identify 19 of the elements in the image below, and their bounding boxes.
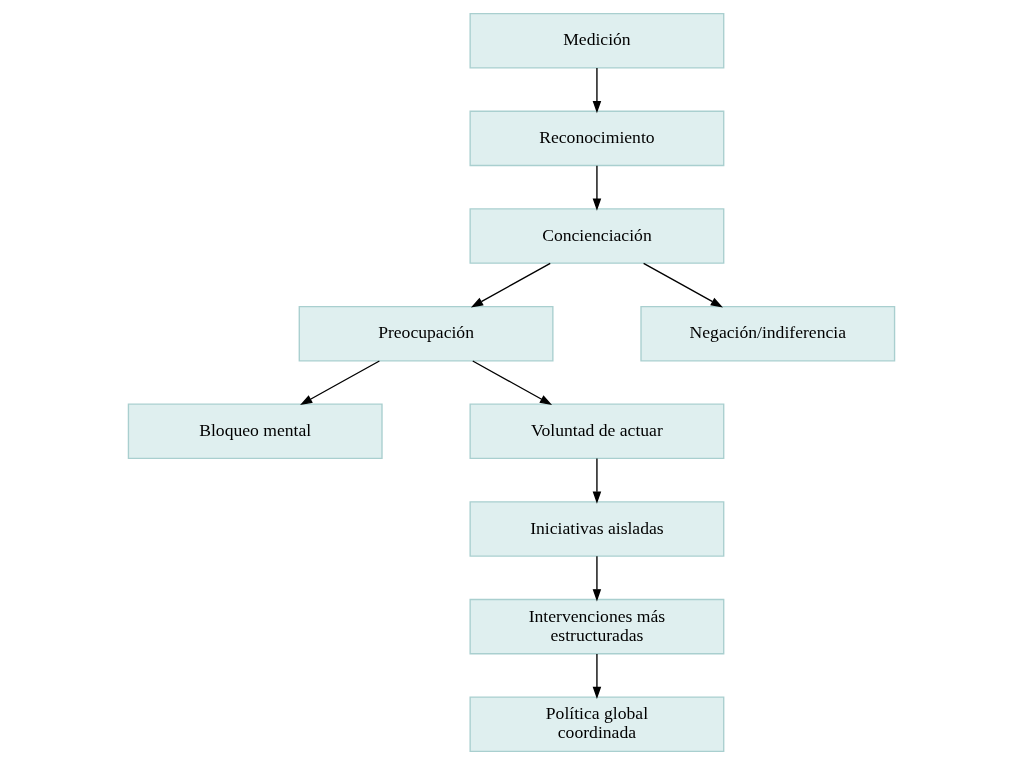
node-box: Medición bbox=[468, 13, 724, 69]
arrow bbox=[642, 262, 723, 308]
node-box: Concienciación bbox=[468, 208, 724, 264]
node-box: Voluntad de actuar bbox=[468, 403, 724, 460]
arrow bbox=[299, 360, 380, 406]
arrow bbox=[592, 457, 601, 504]
node-box: Bloqueo mental bbox=[127, 403, 383, 460]
node-box: Preocupación bbox=[298, 305, 554, 362]
arrow bbox=[592, 67, 601, 114]
node-box: Reconocimiento bbox=[468, 110, 724, 167]
node-box: Intervenciones más estructuradas bbox=[468, 598, 724, 655]
node-box: Iniciativas aisladas bbox=[468, 501, 724, 557]
arrow bbox=[592, 165, 601, 211]
arrow bbox=[592, 653, 601, 699]
node-box: Negación/indiferencia bbox=[639, 305, 895, 362]
arrow bbox=[470, 262, 551, 308]
arrow bbox=[592, 555, 601, 602]
node-box: Política global coordinada bbox=[468, 696, 724, 752]
arrow bbox=[471, 360, 552, 406]
